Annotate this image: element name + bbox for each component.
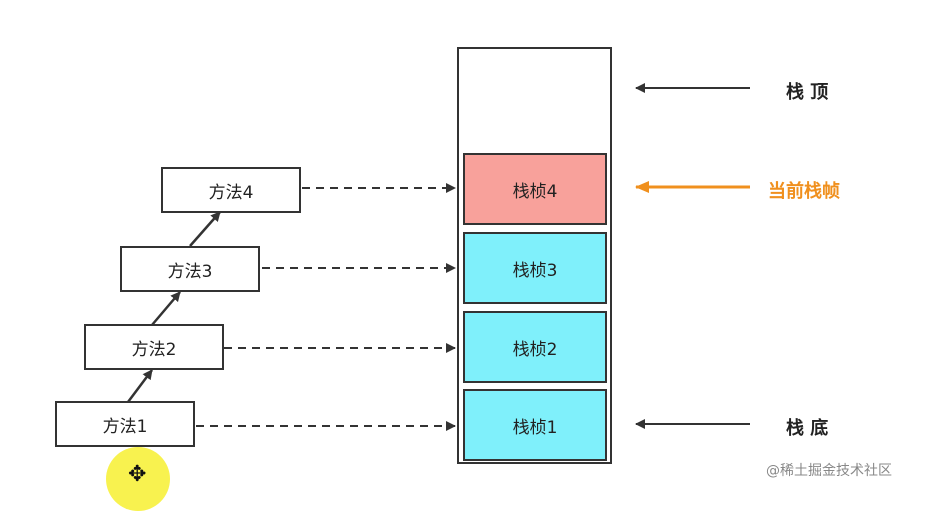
stack-frame-label-1: 栈桢1 xyxy=(512,417,558,438)
call-arrow-1-to-2 xyxy=(127,369,153,403)
method-label-4: 方法4 xyxy=(208,182,254,203)
stack-bottom-label: 栈 底 xyxy=(786,418,829,439)
method-label-1: 方法1 xyxy=(102,416,148,437)
method-box-3: 方法3 xyxy=(120,246,260,292)
call-arrow-3-to-4 xyxy=(189,211,221,247)
stack-frame-4: 栈桢4 xyxy=(463,153,607,225)
stack-diagram: 方法1 方法2 方法3 方法4 栈桢1 栈桢2 栈桢3 栈桢4 栈 顶 当前栈帧… xyxy=(55,47,892,511)
watermark: @稀土掘金技术社区 xyxy=(766,463,892,479)
stack-frame-1: 栈桢1 xyxy=(463,389,607,461)
stack-frame-label-4: 栈桢4 xyxy=(512,181,558,202)
method-box-2: 方法2 xyxy=(84,324,224,370)
method-box-1: 方法1 xyxy=(55,401,195,447)
call-arrow-2-to-3 xyxy=(151,291,181,326)
current-frame-label: 当前栈帧 xyxy=(768,181,840,202)
method-label-2: 方法2 xyxy=(131,339,177,360)
connector-layer xyxy=(127,83,750,431)
stack-frame-2: 栈桢2 xyxy=(463,311,607,383)
stack-frame-label-3: 栈桢3 xyxy=(512,260,558,281)
method-box-4: 方法4 xyxy=(161,167,301,213)
stack-top-label: 栈 顶 xyxy=(786,82,829,103)
move-cursor-icon: ✥ xyxy=(128,462,147,487)
method-label-3: 方法3 xyxy=(167,261,213,282)
stack-frame-3: 栈桢3 xyxy=(463,232,607,304)
stack-frame-label-2: 栈桢2 xyxy=(512,339,558,360)
